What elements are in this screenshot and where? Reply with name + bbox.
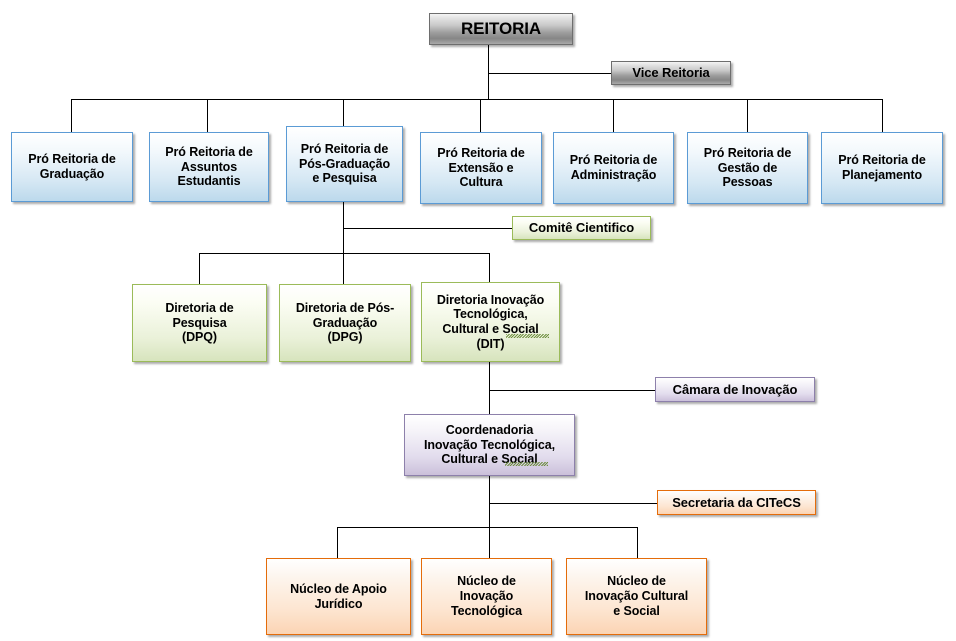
connector-to-camara-inovacao xyxy=(489,390,655,391)
node-diretoria-inovacao-tecnologica-label: Diretoria Inovação Tecnológica, Cultural… xyxy=(436,292,545,351)
node-diretoria-pos-graduacao-label: Diretoria de Pós- Graduação (DPG) xyxy=(295,300,395,345)
node-pro-reitoria-gestao-pessoas-label: Pró Reitoria de Gestão de Pessoas xyxy=(703,145,792,190)
connector-nucleos-bus xyxy=(337,527,638,528)
connector-to-vice-reitoria xyxy=(488,73,612,74)
connector-drop-diretoria-3 xyxy=(489,253,490,284)
node-diretoria-inovacao-tecnologica[interactable]: Diretoria Inovação Tecnológica, Cultural… xyxy=(421,282,560,362)
node-diretoria-pesquisa[interactable]: Diretoria de Pesquisa (DPQ) xyxy=(132,284,267,362)
node-comite-cientifico-label: Comitê Cientifico xyxy=(528,220,635,236)
node-pro-reitoria-extensao-cultura-label: Pró Reitoria de Extensão e Cultura xyxy=(437,145,525,190)
connector-drop-pro-6 xyxy=(747,99,748,132)
connector-drop-nucleo-2 xyxy=(489,527,490,558)
node-pro-reitoria-planejamento-label: Pró Reitoria de Planejamento xyxy=(838,153,926,182)
node-diretoria-pesquisa-label: Diretoria de Pesquisa (DPQ) xyxy=(165,300,234,345)
spellcheck-squiggle-dit xyxy=(506,334,549,338)
node-pro-reitoria-pos-graduacao-pesquisa-label: Pró Reitoria de Pós-Graduação e Pesquisa xyxy=(298,141,391,186)
node-reitoria-label: REITORIA xyxy=(460,18,542,38)
connector-coordenadoria-stem xyxy=(489,476,490,558)
connector-drop-pro-4 xyxy=(480,99,481,132)
connector-diretorias-bus xyxy=(199,253,490,254)
node-pro-reitoria-extensao-cultura[interactable]: Pró Reitoria de Extensão e Cultura xyxy=(420,132,542,204)
spellcheck-squiggle-coordenadoria xyxy=(505,462,548,466)
node-camara-inovacao-label: Câmara de Inovação xyxy=(672,381,798,397)
connector-drop-nucleo-1 xyxy=(337,527,338,558)
node-coordenadoria-citecs-label: Coordenadoria Inovação Tecnológica, Cult… xyxy=(423,422,556,467)
connector-drop-diretoria-2 xyxy=(343,253,344,284)
node-nucleo-inovacao-cultural-social[interactable]: Núcleo de Inovação Cultural e Social xyxy=(566,558,707,635)
node-camara-inovacao[interactable]: Câmara de Inovação xyxy=(655,377,815,402)
node-nucleo-inovacao-tecnologica-label: Núcleo de Inovação Tecnológica xyxy=(451,574,522,618)
node-pro-reitoria-graduacao[interactable]: Pró Reitoria de Graduação xyxy=(11,132,133,202)
node-secretaria-citecs-label: Secretaria da CITeCS xyxy=(672,494,801,510)
connector-drop-pro-1 xyxy=(71,99,72,132)
node-reitoria[interactable]: REITORIA xyxy=(429,13,573,45)
connector-drop-diretoria-1 xyxy=(199,253,200,284)
node-secretaria-citecs[interactable]: Secretaria da CITeCS xyxy=(657,490,816,515)
connector-drop-pro-3 xyxy=(343,99,344,132)
node-nucleo-inovacao-cultural-social-label: Núcleo de Inovação Cultural e Social xyxy=(584,574,689,618)
node-pro-reitoria-assuntos-estudantis-label: Pró Reitoria de Assuntos Estudantis xyxy=(165,144,253,189)
node-pro-reitoria-graduacao-label: Pró Reitoria de Graduação xyxy=(28,152,116,181)
connector-drop-pro-5 xyxy=(613,99,614,132)
connector-reitoria-stem xyxy=(488,45,489,100)
node-comite-cientifico[interactable]: Comitê Cientifico xyxy=(512,216,651,240)
connector-drop-nucleo-3 xyxy=(637,527,638,558)
node-nucleo-apoio-juridico[interactable]: Núcleo de Apoio Jurídico xyxy=(266,558,411,635)
node-coordenadoria-citecs[interactable]: Coordenadoria Inovação Tecnológica, Cult… xyxy=(404,414,575,476)
node-nucleo-apoio-juridico-label: Núcleo de Apoio Jurídico xyxy=(290,581,387,611)
connector-to-secretaria-citecs xyxy=(489,503,657,504)
node-pro-reitoria-assuntos-estudantis[interactable]: Pró Reitoria de Assuntos Estudantis xyxy=(149,132,269,202)
node-vice-reitoria[interactable]: Vice Reitoria xyxy=(611,61,731,85)
connector-drop-pro-2 xyxy=(207,99,208,132)
node-vice-reitoria-label: Vice Reitoria xyxy=(632,65,710,81)
node-pro-reitoria-pos-graduacao-pesquisa[interactable]: Pró Reitoria de Pós-Graduação e Pesquisa xyxy=(286,126,403,202)
connector-drop-pro-7 xyxy=(882,99,883,132)
node-pro-reitoria-planejamento[interactable]: Pró Reitoria de Planejamento xyxy=(821,132,943,204)
connector-dit-stem xyxy=(489,362,490,414)
node-diretoria-pos-graduacao[interactable]: Diretoria de Pós- Graduação (DPG) xyxy=(279,284,411,362)
node-pro-reitoria-administracao-label: Pró Reitoria de Administração xyxy=(569,153,658,182)
connector-pro-reitorias-bus xyxy=(71,99,883,100)
connector-pos-graduacao-stem xyxy=(343,202,344,284)
connector-to-comite-cientifico xyxy=(343,228,512,229)
node-pro-reitoria-gestao-pessoas[interactable]: Pró Reitoria de Gestão de Pessoas xyxy=(687,132,808,204)
node-pro-reitoria-administracao[interactable]: Pró Reitoria de Administração xyxy=(553,132,674,204)
node-nucleo-inovacao-tecnologica[interactable]: Núcleo de Inovação Tecnológica xyxy=(421,558,552,635)
